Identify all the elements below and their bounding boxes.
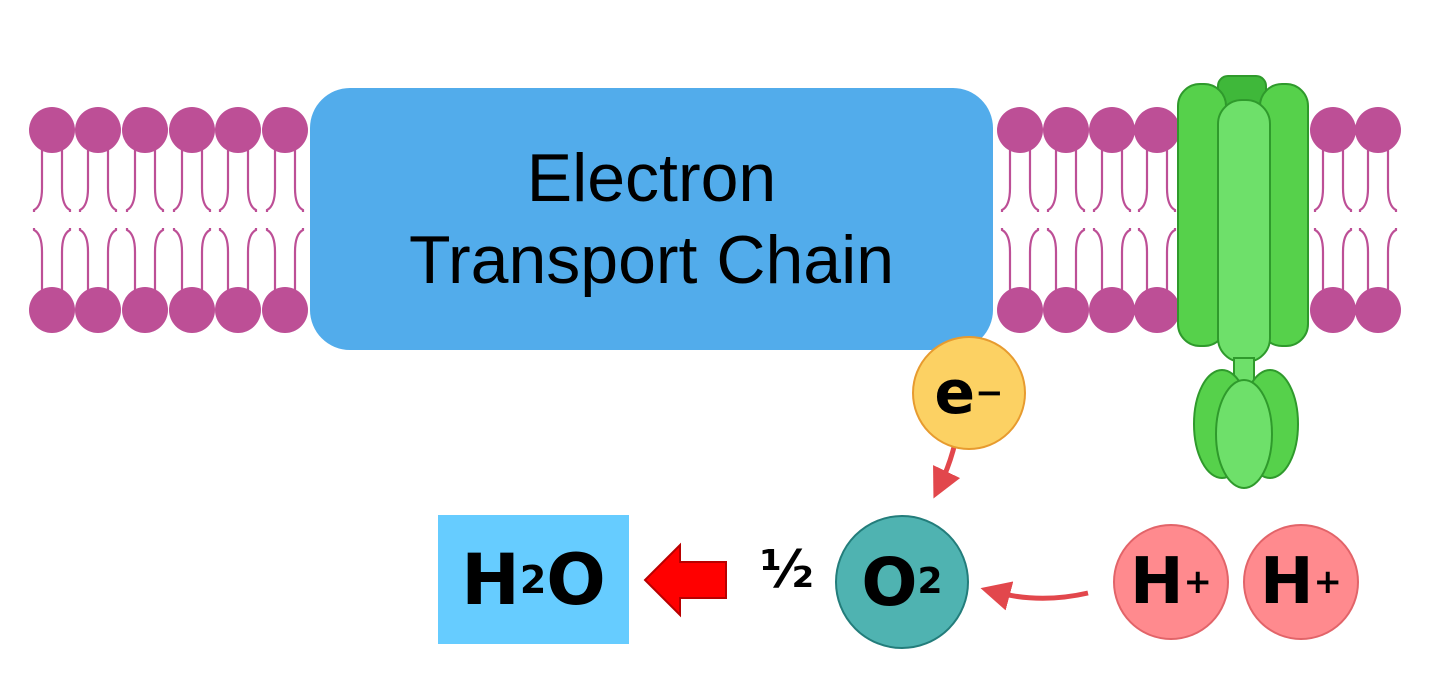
- proton-symbol: H: [1129, 545, 1184, 619]
- lipid-tails: [1313, 148, 1353, 212]
- lipid-tails: [218, 148, 258, 212]
- lipid-head: [1355, 287, 1401, 333]
- lipid-tails: [125, 148, 165, 212]
- oxygen-symbol: O: [861, 543, 918, 621]
- proton-ion: H+: [1243, 524, 1359, 640]
- lipid-head: [215, 287, 261, 333]
- electron-circle: e−: [912, 336, 1026, 450]
- oxygen-coefficient: ½: [760, 540, 814, 600]
- lipid-tails: [1313, 228, 1353, 292]
- lipid-head: [169, 107, 215, 153]
- water-oxygen: O: [546, 538, 606, 621]
- reaction-arrow: [643, 542, 727, 618]
- lipid-head: [997, 107, 1043, 153]
- lipid-tails: [1137, 228, 1177, 292]
- lipid-tails: [218, 228, 258, 292]
- lipid-head: [1310, 287, 1356, 333]
- lipid-head: [1089, 287, 1135, 333]
- lipid-tails: [1137, 148, 1177, 212]
- electron-transport-chain: Electron Transport Chain: [310, 88, 993, 350]
- electron-symbol: e: [934, 358, 976, 428]
- lipid-head: [1134, 287, 1180, 333]
- lipid-head: [262, 287, 308, 333]
- lipid-tails: [1000, 228, 1040, 292]
- etc-label-line-1: Electron: [526, 140, 777, 216]
- lipid-tails: [1358, 148, 1398, 212]
- lipid-head: [75, 287, 121, 333]
- lipid-head: [29, 107, 75, 153]
- lipid-tails: [78, 228, 118, 292]
- lipid-head: [75, 107, 121, 153]
- lipid-head: [215, 107, 261, 153]
- lipid-tails: [172, 228, 212, 292]
- lipid-tails: [125, 228, 165, 292]
- lipid-head: [1134, 107, 1180, 153]
- lipid-tails: [1092, 148, 1132, 212]
- lipid-tails: [265, 148, 305, 212]
- lipid-tails: [172, 148, 212, 212]
- lipid-head: [262, 107, 308, 153]
- water-hydrogen: H: [461, 538, 520, 621]
- lipid-head: [1089, 107, 1135, 153]
- proton-ion: H+: [1113, 524, 1229, 640]
- proton-symbol: H: [1259, 545, 1314, 619]
- lipid-tails: [1046, 148, 1086, 212]
- lipid-head: [1043, 107, 1089, 153]
- lipid-tails: [1000, 148, 1040, 212]
- lipid-tails: [1092, 228, 1132, 292]
- lipid-head: [1355, 107, 1401, 153]
- lipid-tails: [78, 148, 118, 212]
- lipid-tails: [32, 148, 72, 212]
- lipid-head: [122, 287, 168, 333]
- lipid-head: [169, 287, 215, 333]
- etc-label-line-2: Transport Chain: [408, 222, 895, 298]
- lipid-tails: [1358, 228, 1398, 292]
- lipid-head: [122, 107, 168, 153]
- lipid-tails: [32, 228, 72, 292]
- lipid-tails: [1046, 228, 1086, 292]
- lipid-head: [1043, 287, 1089, 333]
- lipid-head: [997, 287, 1043, 333]
- atp-synthase-head-center: [1215, 379, 1273, 489]
- lipid-head: [1310, 107, 1356, 153]
- lipid-tails: [265, 228, 305, 292]
- proton-to-oxygen-arrow: [980, 581, 1089, 611]
- lipid-head: [29, 287, 75, 333]
